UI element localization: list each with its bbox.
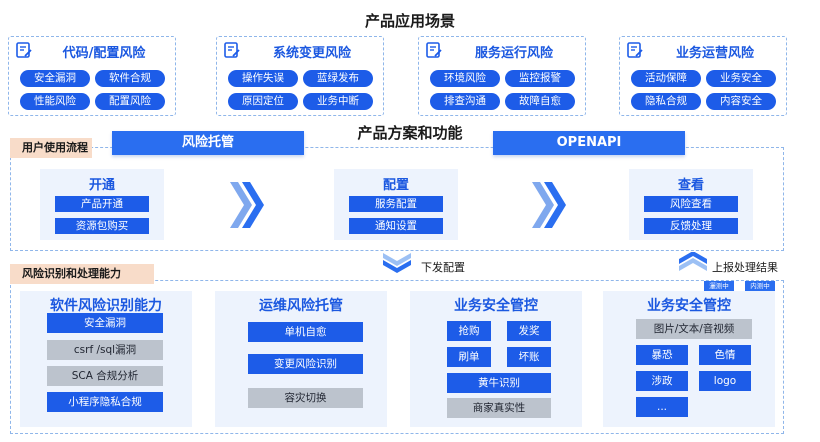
capability-item: ... (636, 397, 688, 417)
stage-item: 反馈处理 (644, 218, 738, 234)
stage-title: 查看 (677, 178, 704, 193)
scenario-card-business-ops: 业务运营风险 活动保障 业务安全 隐私合规 内容安全 (619, 36, 787, 116)
capability-item: 单机自愈 (248, 322, 363, 342)
scenario-title: 服务运行风险 (474, 46, 553, 61)
panel-ops-risk: 运维风险托管 单机自愈 变更风险识别 容灾切换 (215, 291, 387, 427)
up-arrow-label: 上报处理结果 (712, 261, 778, 274)
scenario-chip: 原因定位 (228, 93, 298, 110)
stage-item: 风险查看 (644, 196, 738, 212)
panel-title: 业务安全管控 (454, 298, 538, 314)
document-edit-icon (224, 42, 240, 58)
capability-item: 图片/文本/音视频 (636, 319, 752, 339)
capability-item: 涉政 (636, 371, 688, 391)
risk-hosting-bar: 风险托管 (112, 131, 304, 155)
scenario-title: 代码/配置风险 (62, 46, 146, 61)
capability-item: SCA 合规分析 (47, 366, 163, 386)
chevron-right-icon (532, 182, 566, 228)
panel-title: 运维风险托管 (259, 298, 343, 314)
stage-item: 通知设置 (349, 218, 443, 234)
scenario-chip: 蓝绿发布 (303, 70, 373, 87)
stage-view: 查看 风险查看 反馈处理 (629, 169, 753, 240)
stage-title: 开通 (88, 178, 115, 193)
capability-item: logo (699, 371, 751, 391)
stage-activate: 开通 产品开通 资源包购买 (40, 169, 164, 240)
openapi-bar: OPENAPI (493, 131, 685, 155)
scenario-card-system-change: 系统变更风险 操作失误 蓝绿发布 原因定位 业务中断 (216, 36, 384, 116)
stage-item: 产品开通 (55, 196, 149, 212)
capability-item: 小程序隐私合规 (47, 392, 163, 412)
stage-item: 服务配置 (349, 196, 443, 212)
scenario-chip: 安全漏洞 (20, 70, 90, 87)
capability-item: 刷单 (447, 347, 491, 367)
user-flow-tag: 用户使用流程 (10, 138, 92, 158)
page-title: 产品应用场景 (364, 12, 455, 30)
capability-item: 色情 (699, 345, 751, 365)
scenario-chip: 环境风险 (430, 70, 500, 87)
capability-item: 坏账 (507, 347, 551, 367)
capability-item: 容灾切换 (248, 388, 363, 408)
scenario-chip: 故障自愈 (505, 93, 575, 110)
scenario-chip: 排查沟通 (430, 93, 500, 110)
scenario-title: 系统变更风险 (272, 46, 351, 61)
stage-configure: 配置 服务配置 通知设置 (334, 169, 458, 240)
capability-item: 暴恐 (636, 345, 688, 365)
scenario-chip: 性能风险 (20, 93, 90, 110)
scenario-chip: 操作失误 (228, 70, 298, 87)
scenario-card-code-config: 代码/配置风险 安全漏洞 软件合规 性能风险 配置风险 (8, 36, 176, 116)
panel-title: 业务安全管控 (647, 298, 731, 314)
scenario-chip: 内容安全 (706, 93, 776, 110)
panel-software-risk: 软件风险识别能力 安全漏洞 csrf /sql漏洞 SCA 合规分析 小程序隐私… (20, 291, 192, 427)
capability-item: 商家真实性 (447, 398, 551, 418)
capabilities-box (10, 280, 784, 434)
document-edit-icon (16, 42, 32, 58)
panel-title: 软件风险识别能力 (50, 298, 162, 314)
chevron-up-icon (679, 252, 707, 271)
panel-business-security: 业务安全管控 抢购 发奖 刷单 坏账 黄牛识别 商家真实性 (410, 291, 582, 427)
chevron-right-icon (230, 182, 264, 228)
scenario-chip: 配置风险 (95, 93, 165, 110)
document-edit-icon (426, 42, 442, 58)
beta-tag: 灑测中 (704, 281, 734, 291)
solutions-title: 产品方案和功能 (357, 124, 463, 142)
scenario-chip: 业务中断 (303, 93, 373, 110)
scenario-card-service-runtime: 服务运行风险 环境风险 监控报警 排查沟通 故障自愈 (418, 36, 586, 116)
scenario-chip: 隐私合规 (631, 93, 701, 110)
user-flow-box (10, 147, 784, 251)
scenario-chip: 业务安全 (706, 70, 776, 87)
stage-title: 配置 (382, 178, 409, 193)
capability-item: 发奖 (507, 321, 551, 341)
panel-content-security: 业务安全管控 图片/文本/音视频 暴恐 色情 涉政 logo ... (603, 291, 775, 427)
scenario-chip: 监控报警 (505, 70, 575, 87)
down-arrow-label: 下发配置 (421, 261, 465, 274)
scenario-title: 业务运营风险 (675, 46, 754, 61)
capability-item: 变更风险识别 (248, 354, 363, 374)
stage-item: 资源包购买 (55, 218, 149, 234)
scenario-chip: 软件合规 (95, 70, 165, 87)
capability-item: 安全漏洞 (47, 313, 163, 333)
capability-item: 抢购 (447, 321, 491, 341)
scenario-chip: 活动保障 (631, 70, 701, 87)
chevron-down-icon (383, 253, 411, 273)
beta-tag: 内测中 (745, 281, 775, 291)
capability-item: csrf /sql漏洞 (47, 340, 163, 360)
capabilities-tag: 风险识别和处理能力 (10, 264, 154, 284)
document-edit-icon (627, 42, 643, 58)
capability-item: 黄牛识别 (447, 373, 551, 393)
